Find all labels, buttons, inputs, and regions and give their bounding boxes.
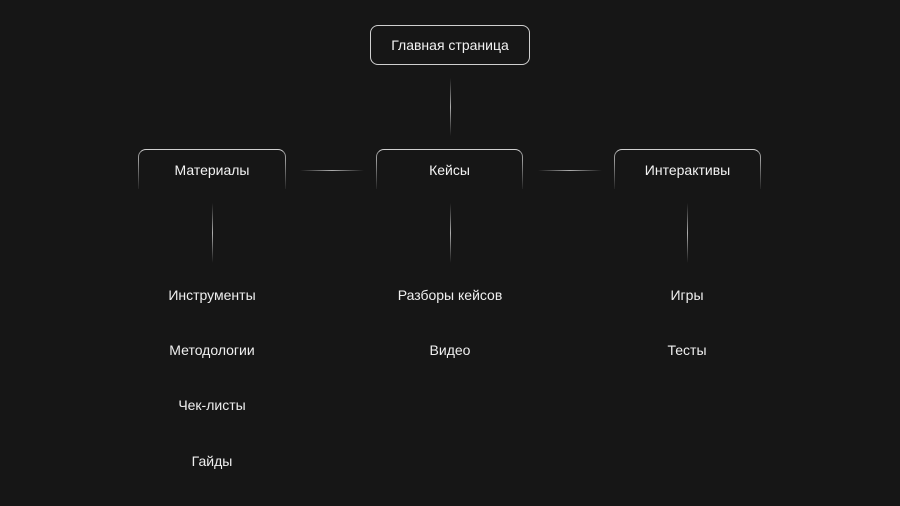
list-item[interactable]: Методологии [169,342,255,358]
category-node-cases[interactable]: Кейсы [375,149,524,192]
connector-cases-to-interactives [538,170,602,171]
list-item[interactable]: Инструменты [168,287,256,303]
category-label-interactives: Интерактивы [644,161,731,178]
connector-materials-to-items [212,203,213,263]
category-node-materials[interactable]: Материалы [137,149,287,192]
connector-cases-to-items [450,203,451,263]
connector-root-to-cases [450,78,451,136]
root-node-label: Главная страница [391,37,509,53]
category-node-interactives[interactable]: Интерактивы [613,149,762,192]
list-item[interactable]: Тесты [667,342,707,358]
list-item[interactable]: Разборы кейсов [397,287,503,303]
connector-materials-to-cases [300,170,364,171]
category-label-materials: Материалы [174,161,250,178]
list-item[interactable]: Игры [670,287,704,303]
list-item[interactable]: Гайды [191,453,233,469]
connector-interactives-to-items [687,203,688,263]
list-item[interactable]: Чек-листы [178,397,246,413]
list-item[interactable]: Видео [429,342,471,358]
category-label-cases: Кейсы [429,161,470,178]
root-node-home[interactable]: Главная страница [370,25,530,65]
